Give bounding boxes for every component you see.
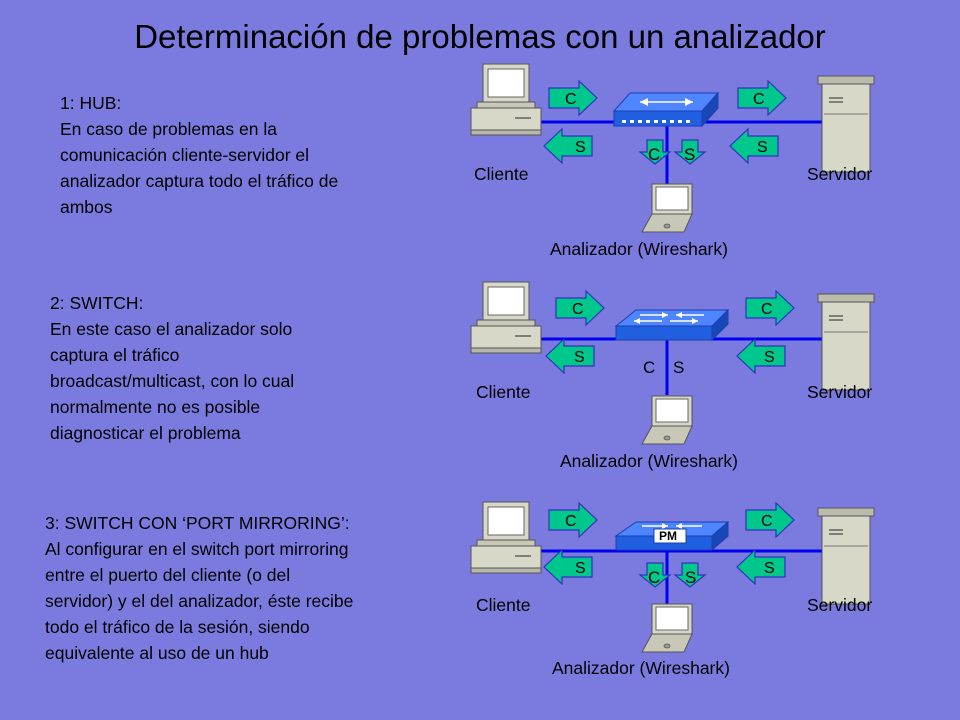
section-3-description: 3: SWITCH CON ‘PORT MIRRORING’: Al confi… [45,510,353,666]
arrow-label: C [761,301,773,318]
arrow-label: C [648,145,660,164]
arrow-label: C [572,301,584,318]
arrow-label: S [685,568,696,587]
section-3-line: 3: SWITCH CON ‘PORT MIRRORING’: [45,513,350,533]
port-mirroring-badge: PM [659,529,677,543]
arrow-label: C [648,568,660,587]
client-label: Cliente [476,382,530,402]
section-2-line: diagnosticar el problema [50,423,241,443]
page-title: Determinación de problemas con un analiz… [134,18,826,55]
arrow-label: S [757,139,768,156]
server-icon [817,507,875,605]
analyzer-label: Analizador (Wireshark) [552,658,730,678]
arrow-label: C [565,513,577,530]
analyzer-laptop-icon [641,395,693,445]
section-1-line: ambos [60,197,113,217]
client-label: Cliente [474,164,528,184]
section-3-line: todo el tráfico de la sesión, siendo [45,617,310,637]
diagram-hub: C C S S C S Cliente Servidor Analizador … [470,63,875,259]
server-arrow-icon [736,549,786,585]
arrow-label: S [574,349,585,366]
section-3-line: equivalente al uso de un hub [45,643,269,663]
client-pc-icon [470,281,542,354]
analyzer-laptop-icon [641,603,693,653]
section-2-line: captura el tráfico [50,345,180,365]
arrow-label: S [684,145,695,164]
section-2-line: broadcast/multicast, con lo cual [50,371,295,391]
section-2-description: 2: SWITCH: En este caso el analizador so… [50,290,294,446]
arrow-label: C [643,358,655,377]
server-arrow-icon [736,338,786,374]
arrow-label: C [753,91,765,108]
section-1-line: En caso de problemas en la [60,119,277,139]
section-3-line: Al configurar en el switch port mirrorin… [45,539,349,559]
section-2-line: 2: SWITCH: [50,293,144,313]
arrow-label: C [761,513,773,530]
analyzer-laptop-icon [641,183,693,233]
diagram-port-mirroring: PM C C S S C S Cliente Servidor Analizad… [470,501,875,678]
diagram-switch: C C S S C S Cliente Servidor Analizador … [470,281,875,471]
section-1-line: comunicación cliente-servidor el [60,145,309,165]
server-label: Servidor [807,382,872,402]
section-3-line: servidor) y el del analizador, éste reci… [45,591,354,611]
section-2-line: normalmente no es posible [50,397,261,417]
section-3-line: entre el puerto del cliente (o del [45,565,291,585]
arrow-label: S [575,560,586,577]
client-label: Cliente [476,595,530,615]
server-icon [817,75,875,173]
arrow-label: S [764,349,775,366]
server-label: Servidor [807,595,872,615]
server-arrow-icon [729,128,779,164]
section-1-description: 1: HUB: En caso de problemas en la comun… [60,90,338,220]
arrow-label: S [575,139,586,156]
arrow-label: S [673,358,684,377]
switch-pm-icon: PM [614,520,730,552]
section-1-line: analizador captura todo el tráfico de [60,171,339,191]
section-1-line: 1: HUB: [60,93,122,113]
client-pc-icon [470,63,542,136]
arrow-label: C [565,91,577,108]
switch-icon [614,308,730,342]
server-icon [817,293,875,391]
server-arrow-icon [545,338,595,374]
section-2-line: En este caso el analizador solo [50,319,293,339]
server-label: Servidor [807,164,872,184]
arrow-label: S [764,560,775,577]
analyzer-label: Analizador (Wireshark) [560,451,738,471]
hub-icon [612,91,720,128]
analyzer-label: Analizador (Wireshark) [550,239,728,259]
client-pc-icon [470,501,542,574]
